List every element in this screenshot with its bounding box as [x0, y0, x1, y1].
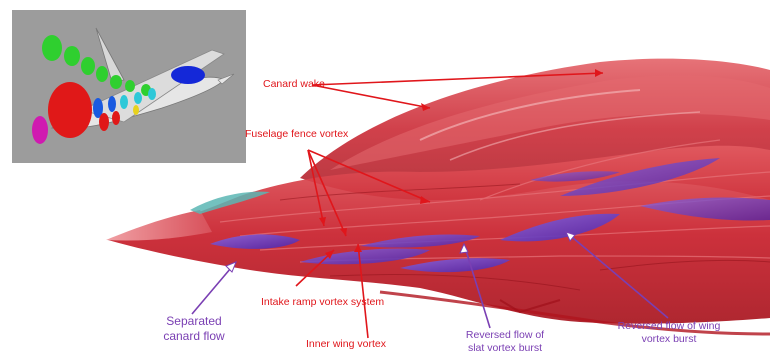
- reversed-flow-wing-label: Reversed flow of wing vortex burst: [604, 320, 734, 346]
- reversed-flow-slat-line1: Reversed flow of: [450, 329, 560, 342]
- inset-aircraft-view: [12, 10, 246, 163]
- canard-wake-label: Canard wake: [263, 78, 325, 91]
- reversed-flow-wing-line2: vortex burst: [604, 333, 734, 346]
- reversed-flow-slat-line2: slat vortex burst: [450, 342, 560, 355]
- reversed-flow-wing-line1: Reversed flow of wing: [604, 320, 734, 333]
- inner-wing-vortex-label: Inner wing vortex: [306, 338, 386, 351]
- intake-ramp-vortex-system-label: Intake ramp vortex system: [261, 296, 384, 309]
- separated-canard-flow-label: Separated canard flow: [153, 314, 235, 344]
- separated-canard-flow-line2: canard flow: [153, 329, 235, 344]
- reversed-flow-slat-label: Reversed flow of slat vortex burst: [450, 329, 560, 355]
- separated-canard-flow-line1: Separated: [153, 314, 235, 329]
- inset-render: [12, 10, 246, 163]
- fuselage-fence-vortex-label: Fuselage fence vortex: [245, 128, 348, 141]
